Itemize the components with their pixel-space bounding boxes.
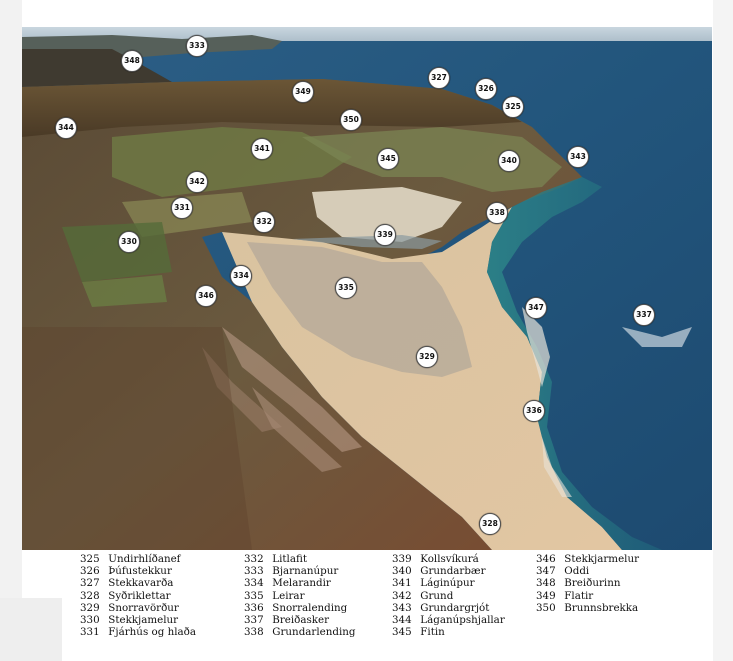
legend-name: Stekkjamelur [108, 613, 179, 626]
legend-name: Stekkavarða [108, 577, 174, 590]
legend-column-4: 346 Stekkjarmelur 347 Oddi 348 Breiðurin… [536, 553, 639, 614]
legend-number: 332 [244, 553, 264, 565]
legend-item: 330 Stekkjamelur [80, 614, 196, 626]
legend-item: 329 Snorravörður [80, 602, 196, 614]
legend-item: 328 Syðriklettar [80, 590, 196, 602]
legend-item: 342 Grund [392, 590, 505, 602]
legend-item: 339 Kollsvíkurá [392, 553, 505, 565]
legend-name: Breiðasker [272, 613, 330, 626]
legend-column-2: 332 Litlafit 333 Bjarnanúpur 334 Melaran… [244, 553, 355, 638]
legend-number: 327 [80, 577, 100, 590]
legend-name: Leirar [272, 589, 305, 602]
legend-name: Syðriklettar [108, 589, 171, 602]
legend-number: 329 [80, 601, 100, 614]
legend-number: 346 [536, 553, 556, 565]
legend-item: 343 Grundargrjót [392, 602, 505, 614]
legend-number: 338 [244, 626, 264, 639]
legend-name: Kollsvíkurá [420, 553, 479, 565]
legend-item: 333 Bjarnanúpur [244, 565, 355, 577]
legend-number: 336 [244, 601, 264, 614]
legend: 325 Undirhlíðanef 326 Þúfustekkur 327 St… [76, 553, 676, 658]
legend-column-1: 325 Undirhlíðanef 326 Þúfustekkur 327 St… [80, 553, 196, 638]
legend-number: 325 [80, 553, 100, 565]
legend-number: 326 [80, 565, 100, 578]
legend-number: 347 [536, 565, 556, 578]
legend-number: 331 [80, 626, 100, 639]
legend-name: Breiðurinn [564, 577, 621, 590]
legend-name: Brunnsbrekka [564, 601, 639, 614]
legend-item: 326 Þúfustekkur [80, 565, 196, 577]
legend-name: Grundarbær [420, 565, 486, 578]
legend-number: 345 [392, 626, 412, 639]
legend-item: 346 Stekkjarmelur [536, 553, 639, 565]
legend-item: 336 Snorralending [244, 602, 355, 614]
legend-number: 341 [392, 577, 412, 590]
legend-name: Snorravörður [108, 601, 179, 614]
legend-item: 344 Láganúpshjallar [392, 614, 505, 626]
legend-number: 339 [392, 553, 412, 565]
legend-number: 348 [536, 577, 556, 590]
legend-number: 328 [80, 589, 100, 602]
legend-item: 338 Grundarlending [244, 626, 355, 638]
legend-name: Þúfustekkur [108, 565, 172, 578]
legend-name: Undirhlíðanef [108, 553, 181, 565]
legend-item: 325 Undirhlíðanef [80, 553, 196, 565]
legend-name: Láginúpur [420, 577, 475, 590]
legend-item: 332 Litlafit [244, 553, 355, 565]
legend-number: 349 [536, 589, 556, 602]
legend-name: Melarandir [272, 577, 331, 590]
legend-item: 334 Melarandir [244, 577, 355, 589]
scan-patch [0, 598, 62, 661]
scan-margin-right [713, 0, 733, 661]
legend-item: 341 Láginúpur [392, 577, 505, 589]
legend-item: 345 Fitin [392, 626, 505, 638]
legend-number: 334 [244, 577, 264, 590]
legend-number: 342 [392, 589, 412, 602]
legend-name: Grund [420, 589, 454, 602]
legend-name: Grundargrjót [420, 601, 490, 614]
legend-number: 343 [392, 601, 412, 614]
legend-number: 344 [392, 613, 412, 626]
legend-name: Fitin [420, 626, 445, 639]
legend-item: 347 Oddi [536, 565, 639, 577]
legend-number: 350 [536, 601, 556, 614]
legend-name: Fjárhús og hlaða [108, 626, 196, 639]
legend-name: Stekkjarmelur [564, 553, 640, 565]
legend-name: Snorralending [272, 601, 348, 614]
aerial-photo [22, 27, 712, 550]
legend-name: Bjarnanúpur [272, 565, 339, 578]
legend-name: Litlafit [272, 553, 307, 565]
legend-name: Flatir [564, 589, 594, 602]
legend-item: 349 Flatir [536, 590, 639, 602]
legend-item: 331 Fjárhús og hlaða [80, 626, 196, 638]
legend-item: 335 Leirar [244, 590, 355, 602]
scan-margin-left [0, 0, 22, 661]
legend-number: 333 [244, 565, 264, 578]
legend-number: 335 [244, 589, 264, 602]
legend-name: Grundarlending [272, 626, 356, 639]
legend-item: 348 Breiðurinn [536, 577, 639, 589]
legend-number: 337 [244, 613, 264, 626]
legend-number: 340 [392, 565, 412, 578]
legend-item: 327 Stekkavarða [80, 577, 196, 589]
legend-item: 337 Breiðasker [244, 614, 355, 626]
legend-name: Oddi [564, 565, 590, 578]
legend-number: 330 [80, 613, 100, 626]
legend-name: Láganúpshjallar [420, 613, 505, 626]
legend-item: 340 Grundarbær [392, 565, 505, 577]
legend-column-3: 339 Kollsvíkurá 340 Grundarbær 341 Lágin… [392, 553, 505, 638]
legend-item: 350 Brunnsbrekka [536, 602, 639, 614]
